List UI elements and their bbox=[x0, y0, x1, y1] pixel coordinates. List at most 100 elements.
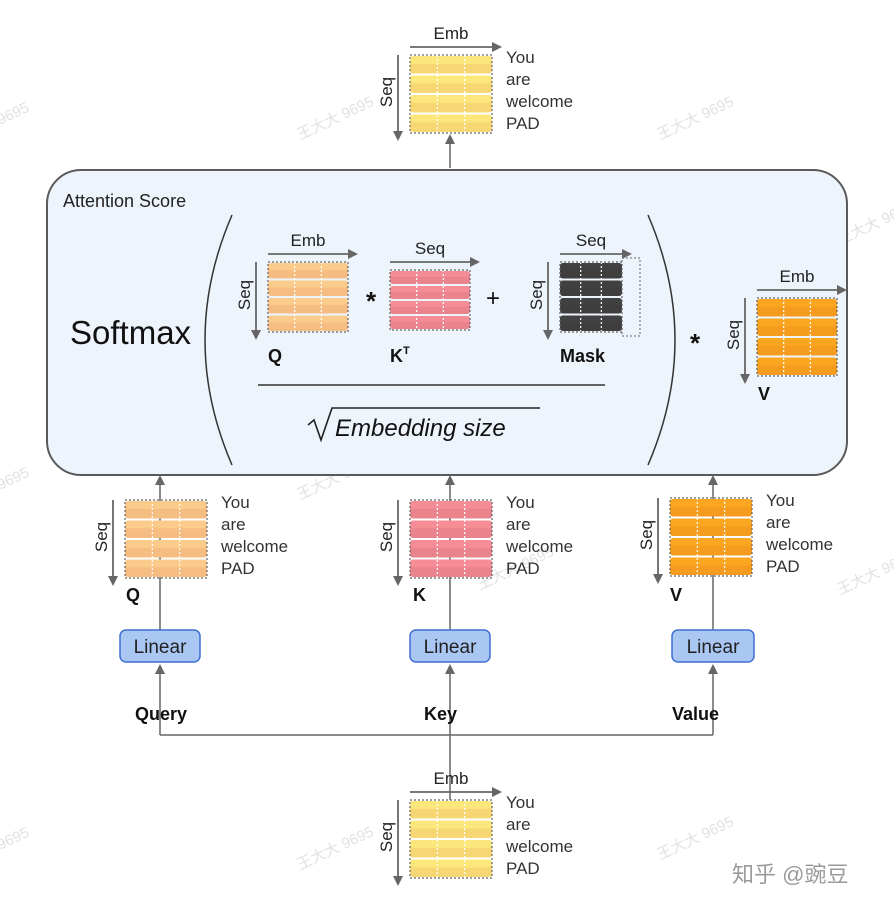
matrix-row-highlight bbox=[757, 318, 837, 327]
mask-label: Mask bbox=[560, 346, 606, 366]
token-label: PAD bbox=[506, 559, 540, 578]
matrix-row-highlight bbox=[560, 298, 622, 305]
matrix-outline bbox=[756, 297, 838, 377]
axis-label-vertical: Seq bbox=[235, 280, 254, 310]
matrix-row-highlight bbox=[390, 301, 470, 307]
matrix-outline bbox=[669, 497, 753, 577]
matrix-row-highlight bbox=[410, 56, 492, 64]
matrix-outline bbox=[409, 499, 493, 579]
axis-label-horizontal: Seq bbox=[576, 231, 606, 250]
matrix-row-highlight bbox=[560, 263, 622, 270]
linear-label: Linear bbox=[134, 637, 187, 658]
token-label: PAD bbox=[221, 559, 255, 578]
matrix-outline bbox=[409, 799, 493, 879]
matrix-row-highlight bbox=[410, 840, 492, 848]
matrix-row-highlight bbox=[410, 820, 492, 829]
axis-label-horizontal: Seq bbox=[415, 239, 445, 258]
matrix-row-highlight bbox=[410, 520, 492, 529]
watermark: 王大大 9695 bbox=[655, 813, 737, 863]
linear-label: Linear bbox=[424, 637, 477, 658]
matrix-row-highlight bbox=[670, 518, 752, 527]
plus-operator: + bbox=[486, 285, 500, 312]
watermark: 9695 bbox=[0, 464, 32, 494]
left-paren bbox=[204, 214, 233, 466]
token-label: You bbox=[506, 48, 535, 67]
matrix-row-highlight bbox=[560, 280, 622, 288]
token-label: PAD bbox=[506, 859, 540, 878]
matrix-outline bbox=[267, 261, 349, 333]
watermark: 王大大 9695 bbox=[655, 93, 737, 143]
multiply-operator: * bbox=[690, 328, 701, 358]
sqrt-symbol bbox=[307, 407, 540, 443]
axis-label-vertical: Seq bbox=[377, 822, 396, 852]
matrix-row-highlight bbox=[410, 801, 492, 809]
attention-score-title: Attention Score bbox=[63, 191, 186, 211]
matrix-row-highlight bbox=[410, 540, 492, 548]
key-label: Key bbox=[424, 704, 457, 724]
k-label: K bbox=[413, 585, 426, 605]
matrix-row-highlight bbox=[757, 299, 837, 307]
matrix-row-highlight bbox=[268, 315, 348, 323]
watermark: 9695 bbox=[0, 824, 32, 854]
axis-label-horizontal: Emb bbox=[434, 769, 469, 788]
linear-value: Linear bbox=[671, 629, 755, 663]
token-label: are bbox=[506, 515, 531, 534]
token-label: are bbox=[766, 513, 791, 532]
multiply-operator: * bbox=[366, 286, 377, 316]
token-label: welcome bbox=[765, 535, 833, 554]
axis-label-vertical: Seq bbox=[377, 522, 396, 552]
token-label: You bbox=[766, 491, 795, 510]
matrix-row-highlight bbox=[670, 557, 752, 566]
matrix-row-highlight bbox=[125, 520, 207, 529]
axis-label-vertical: Seq bbox=[527, 280, 546, 310]
linear-label: Linear bbox=[687, 637, 740, 658]
matrix-outline bbox=[409, 54, 493, 134]
token-label: PAD bbox=[506, 114, 540, 133]
right-paren bbox=[647, 214, 676, 466]
matrices: EmbSeqYouarewelcomePADEmbSeqYouarewelcom… bbox=[92, 24, 847, 886]
matrix-row-highlight bbox=[757, 357, 837, 366]
denominator-text: Embedding size bbox=[335, 415, 506, 442]
token-label: welcome bbox=[505, 537, 573, 556]
matrix-row-highlight bbox=[390, 286, 470, 292]
axis-label-vertical: Seq bbox=[637, 520, 656, 550]
query-label: Query bbox=[135, 704, 187, 724]
matrix-row-highlight bbox=[268, 280, 348, 288]
credit-watermark: 知乎 @豌豆 bbox=[732, 862, 848, 887]
token-label: welcome bbox=[220, 537, 288, 556]
axis-label-vertical: Seq bbox=[92, 522, 111, 552]
linear-key: Linear bbox=[409, 629, 491, 663]
token-label: are bbox=[221, 515, 246, 534]
matrix-row-highlight bbox=[390, 316, 470, 322]
token-label: You bbox=[506, 493, 535, 512]
token-label: welcome bbox=[505, 92, 573, 111]
axis-label-horizontal: Emb bbox=[434, 24, 469, 43]
v-label: V bbox=[758, 384, 770, 404]
watermark: 王大大 9695 bbox=[295, 823, 377, 873]
q-label: Q bbox=[126, 585, 140, 605]
matrix-row-highlight bbox=[410, 95, 492, 103]
q-label: Q bbox=[268, 346, 282, 366]
matrix-row-highlight bbox=[390, 271, 470, 277]
value-label: Value bbox=[672, 704, 719, 724]
matrix-row-highlight bbox=[268, 263, 348, 270]
axis-label-horizontal: Emb bbox=[291, 231, 326, 250]
v-label: V bbox=[670, 585, 682, 605]
watermark: 王大大 9695 bbox=[835, 548, 894, 598]
matrix-row-highlight bbox=[410, 75, 492, 84]
matrix-row-highlight bbox=[560, 315, 622, 323]
token-label: are bbox=[506, 815, 531, 834]
token-label: You bbox=[221, 493, 250, 512]
linear-query: Linear bbox=[119, 629, 201, 663]
matrix-row-highlight bbox=[410, 559, 492, 568]
matrix-row-highlight bbox=[670, 538, 752, 546]
watermark: 王大大 9695 bbox=[295, 93, 377, 143]
matrix-row-highlight bbox=[410, 501, 492, 509]
